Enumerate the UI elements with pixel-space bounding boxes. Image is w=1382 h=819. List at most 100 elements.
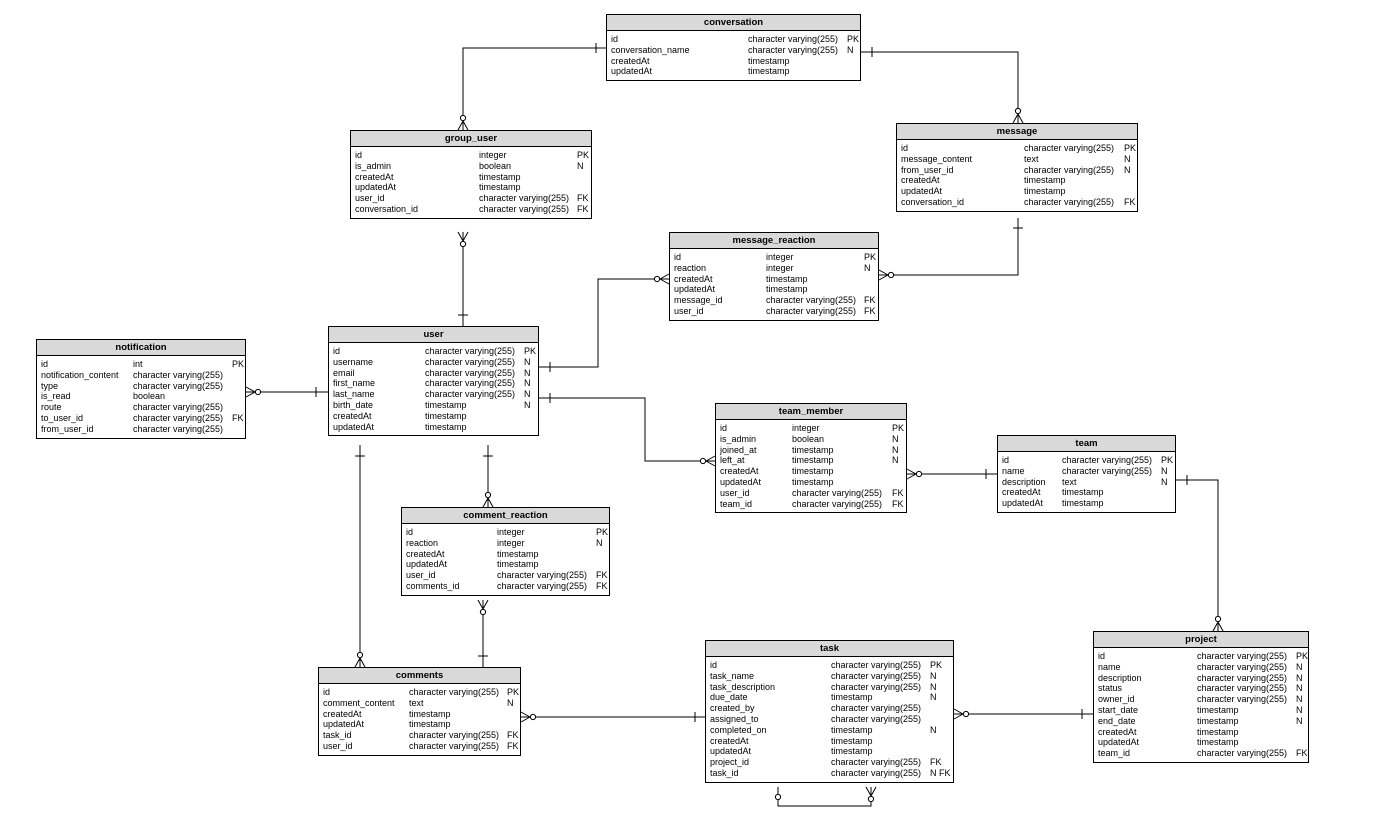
- field-name: id: [333, 346, 341, 356]
- field-type: character varying(255): [831, 681, 922, 692]
- field-name: team_id: [720, 498, 753, 509]
- field-key: FK: [1296, 748, 1308, 759]
- field-name: owner_id: [1098, 694, 1135, 705]
- field-type: character varying(255): [748, 34, 839, 44]
- field-row: updatedAt timestamp: [897, 186, 1137, 197]
- field-type: character varying(255): [133, 412, 224, 423]
- field-name: team_id: [1098, 748, 1131, 759]
- field-name: createdAt: [1002, 487, 1041, 498]
- field-type: character varying(255): [831, 713, 922, 724]
- field-type: character varying(255): [1062, 465, 1153, 476]
- field-name: status: [1098, 683, 1123, 694]
- field-key: FK: [596, 570, 608, 581]
- field-name: comment_content: [323, 697, 395, 708]
- field-key: N: [1296, 694, 1303, 705]
- field-row: birth_date timestamp N: [329, 400, 538, 411]
- entity-title: conversation: [607, 15, 860, 31]
- field-name: updatedAt: [901, 186, 943, 197]
- field-key: N: [930, 681, 937, 692]
- field-key: FK: [930, 757, 942, 768]
- field-key: N: [596, 537, 603, 548]
- field-row: conversation_id character varying(255) FK: [897, 197, 1137, 208]
- field-type: int: [133, 359, 143, 369]
- field-key: N: [892, 455, 899, 466]
- field-key: PK: [864, 252, 877, 262]
- relationship-line: [861, 51, 1019, 123]
- field-name: updatedAt: [406, 559, 448, 570]
- field-name: route: [41, 402, 62, 413]
- relationship-line: [1176, 479, 1219, 631]
- field-type: character varying(255): [831, 670, 922, 681]
- field-key: N: [1296, 683, 1303, 694]
- field-key: PK: [596, 527, 609, 537]
- field-name: end_date: [1098, 715, 1136, 726]
- field-type: timestamp: [766, 284, 808, 295]
- field-name: id: [1002, 455, 1010, 465]
- field-name: due_date: [710, 692, 748, 703]
- field-name: conversation_id: [355, 203, 419, 214]
- field-type: timestamp: [831, 735, 873, 746]
- field-key: FK: [1124, 196, 1136, 207]
- field-type: character varying(255): [133, 402, 224, 413]
- relationship-line: [879, 218, 1019, 276]
- field-key: FK: [892, 498, 904, 509]
- field-key: N: [524, 356, 531, 367]
- field-name: createdAt: [710, 735, 749, 746]
- field-type: timestamp: [425, 399, 467, 410]
- field-name: task_id: [323, 730, 352, 741]
- field-key: N: [524, 399, 531, 410]
- field-key: PK: [577, 150, 590, 160]
- field-type: timestamp: [831, 692, 873, 703]
- field-type: timestamp: [792, 466, 834, 477]
- field-type: character varying(255): [766, 295, 857, 306]
- field-type: timestamp: [748, 55, 790, 66]
- field-name: message_id: [674, 295, 723, 306]
- field-type: integer: [792, 423, 820, 433]
- field-key: FK: [577, 203, 589, 214]
- field-type: character varying(255): [831, 660, 922, 670]
- field-type: character varying(255): [1024, 196, 1115, 207]
- field-name: updatedAt: [355, 182, 397, 193]
- field-name: createdAt: [333, 410, 372, 421]
- field-name: conversation_id: [901, 196, 965, 207]
- field-type: timestamp: [497, 548, 539, 559]
- field-name: id: [611, 34, 619, 44]
- field-type: text: [1062, 476, 1077, 487]
- field-name: updatedAt: [1002, 498, 1044, 509]
- field-name: notification_content: [41, 369, 119, 380]
- field-name: comments_id: [406, 580, 460, 591]
- entity-title: task: [706, 641, 953, 657]
- entity-title: team: [998, 436, 1175, 452]
- field-type: timestamp: [1197, 737, 1239, 748]
- field-name: left_at: [720, 455, 745, 466]
- field-name: updatedAt: [710, 746, 752, 757]
- field-key: PK: [507, 687, 520, 697]
- field-key: N: [524, 367, 531, 378]
- field-type: character varying(255): [831, 703, 922, 714]
- field-name: createdAt: [355, 171, 394, 182]
- field-key: FK: [892, 487, 904, 498]
- field-name: birth_date: [333, 399, 374, 410]
- field-type: boolean: [479, 160, 512, 171]
- field-type: timestamp: [1024, 186, 1066, 197]
- field-type: character varying(255): [1024, 164, 1115, 175]
